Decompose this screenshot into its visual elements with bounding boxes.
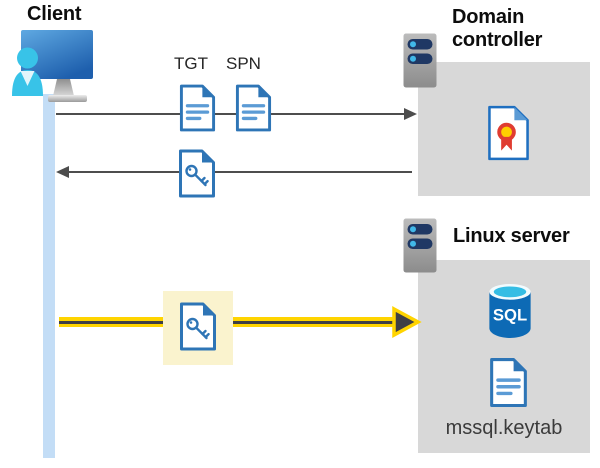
tgt-label: TGT	[174, 54, 208, 73]
highlighted-key-document-icon	[180, 302, 216, 351]
key-document-icon	[179, 149, 215, 198]
arrowhead-left-icon	[56, 166, 69, 178]
linux-server-label: Linux server	[453, 225, 570, 247]
spn-label: SPN	[226, 54, 261, 73]
tgt-document-icon	[179, 84, 216, 132]
domain-controller-label: Domain controller	[452, 6, 543, 51]
keytab-filename: mssql.keytab	[445, 417, 563, 439]
arrow-line	[68, 171, 412, 173]
sql-badge-text: SQL	[493, 305, 527, 324]
spn-document-icon	[235, 84, 272, 132]
sql-database-icon: SQL	[489, 283, 531, 338]
domain-controller-server-icon	[403, 33, 437, 88]
arrow-line	[56, 113, 405, 115]
client-label: Client	[27, 3, 82, 25]
user-at-computer-icon	[12, 30, 93, 102]
yellow-arrowhead-icon	[392, 306, 422, 338]
linux-server-icon	[403, 218, 437, 273]
keytab-document-icon	[490, 358, 527, 407]
client-lifeline-bar	[43, 94, 55, 458]
certificate-icon	[488, 105, 529, 161]
arrowhead-right-icon	[404, 108, 417, 120]
